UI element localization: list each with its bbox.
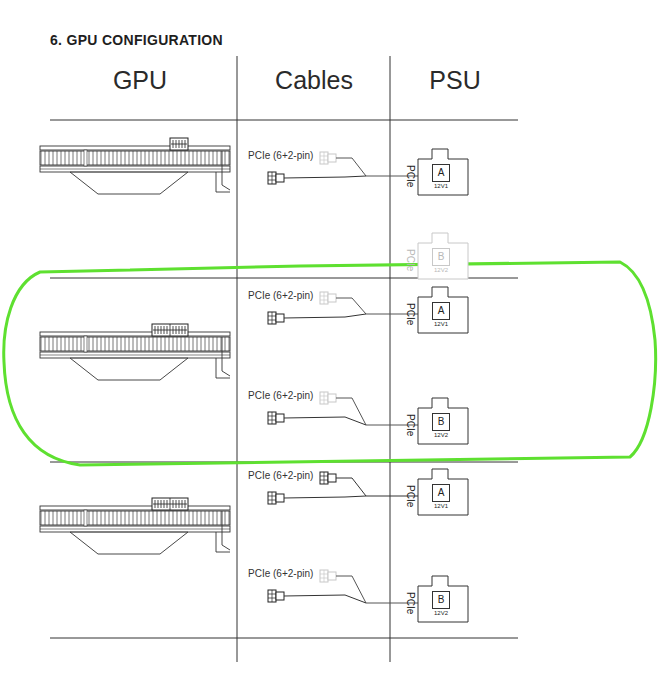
port-letter: A xyxy=(432,302,450,320)
psu-connector: PCIe B12V2 xyxy=(404,232,470,288)
psu-connector: PCIe B12V2 xyxy=(404,397,470,453)
rail-label: 12V1 xyxy=(426,503,456,510)
gpu-illustration xyxy=(40,498,230,554)
cable-wire xyxy=(284,158,418,603)
psu-connector: PCIe A12V1 xyxy=(404,286,470,342)
psu-connector: PCIe B12V2 xyxy=(404,575,470,631)
port-letter: A xyxy=(432,484,450,502)
column-header: Cables xyxy=(259,66,369,95)
port-label: PCIe xyxy=(404,165,416,187)
cable-plug xyxy=(268,152,336,602)
cable-label: PCIe (6+2-pin) xyxy=(248,568,313,579)
port-letter: B xyxy=(432,591,450,609)
psu-connector: PCIe A12V1 xyxy=(404,468,470,524)
column-header: GPU xyxy=(85,66,195,95)
cable-label: PCIe (6+2-pin) xyxy=(248,150,313,161)
cable-label: PCIe (6+2-pin) xyxy=(248,290,313,301)
port-letter: B xyxy=(432,413,450,431)
rail-label: 12V2 xyxy=(426,432,456,439)
port-label: PCIe xyxy=(404,414,416,436)
rail-label: 12V1 xyxy=(426,183,456,190)
port-label: PCIe xyxy=(404,249,416,271)
port-label: PCIe xyxy=(404,485,416,507)
section-title: 6. GPU CONFIGURATION xyxy=(50,32,223,48)
port-label: PCIe xyxy=(404,303,416,325)
psu-connector: PCIe A12V1 xyxy=(404,148,470,204)
rail-label: 12V1 xyxy=(426,321,456,328)
port-letter: A xyxy=(432,164,450,182)
rail-label: 12V2 xyxy=(426,610,456,617)
gpu-illustration xyxy=(40,138,230,194)
gpu-illustration xyxy=(40,324,230,380)
port-letter: B xyxy=(432,248,450,266)
port-label: PCIe xyxy=(404,592,416,614)
rail-label: 12V2 xyxy=(426,267,456,274)
cable-label: PCIe (6+2-pin) xyxy=(248,390,313,401)
highlight-loop xyxy=(4,262,656,465)
column-header: PSU xyxy=(400,66,510,95)
table-grid xyxy=(50,56,518,662)
cable-label: PCIe (6+2-pin) xyxy=(248,470,313,481)
